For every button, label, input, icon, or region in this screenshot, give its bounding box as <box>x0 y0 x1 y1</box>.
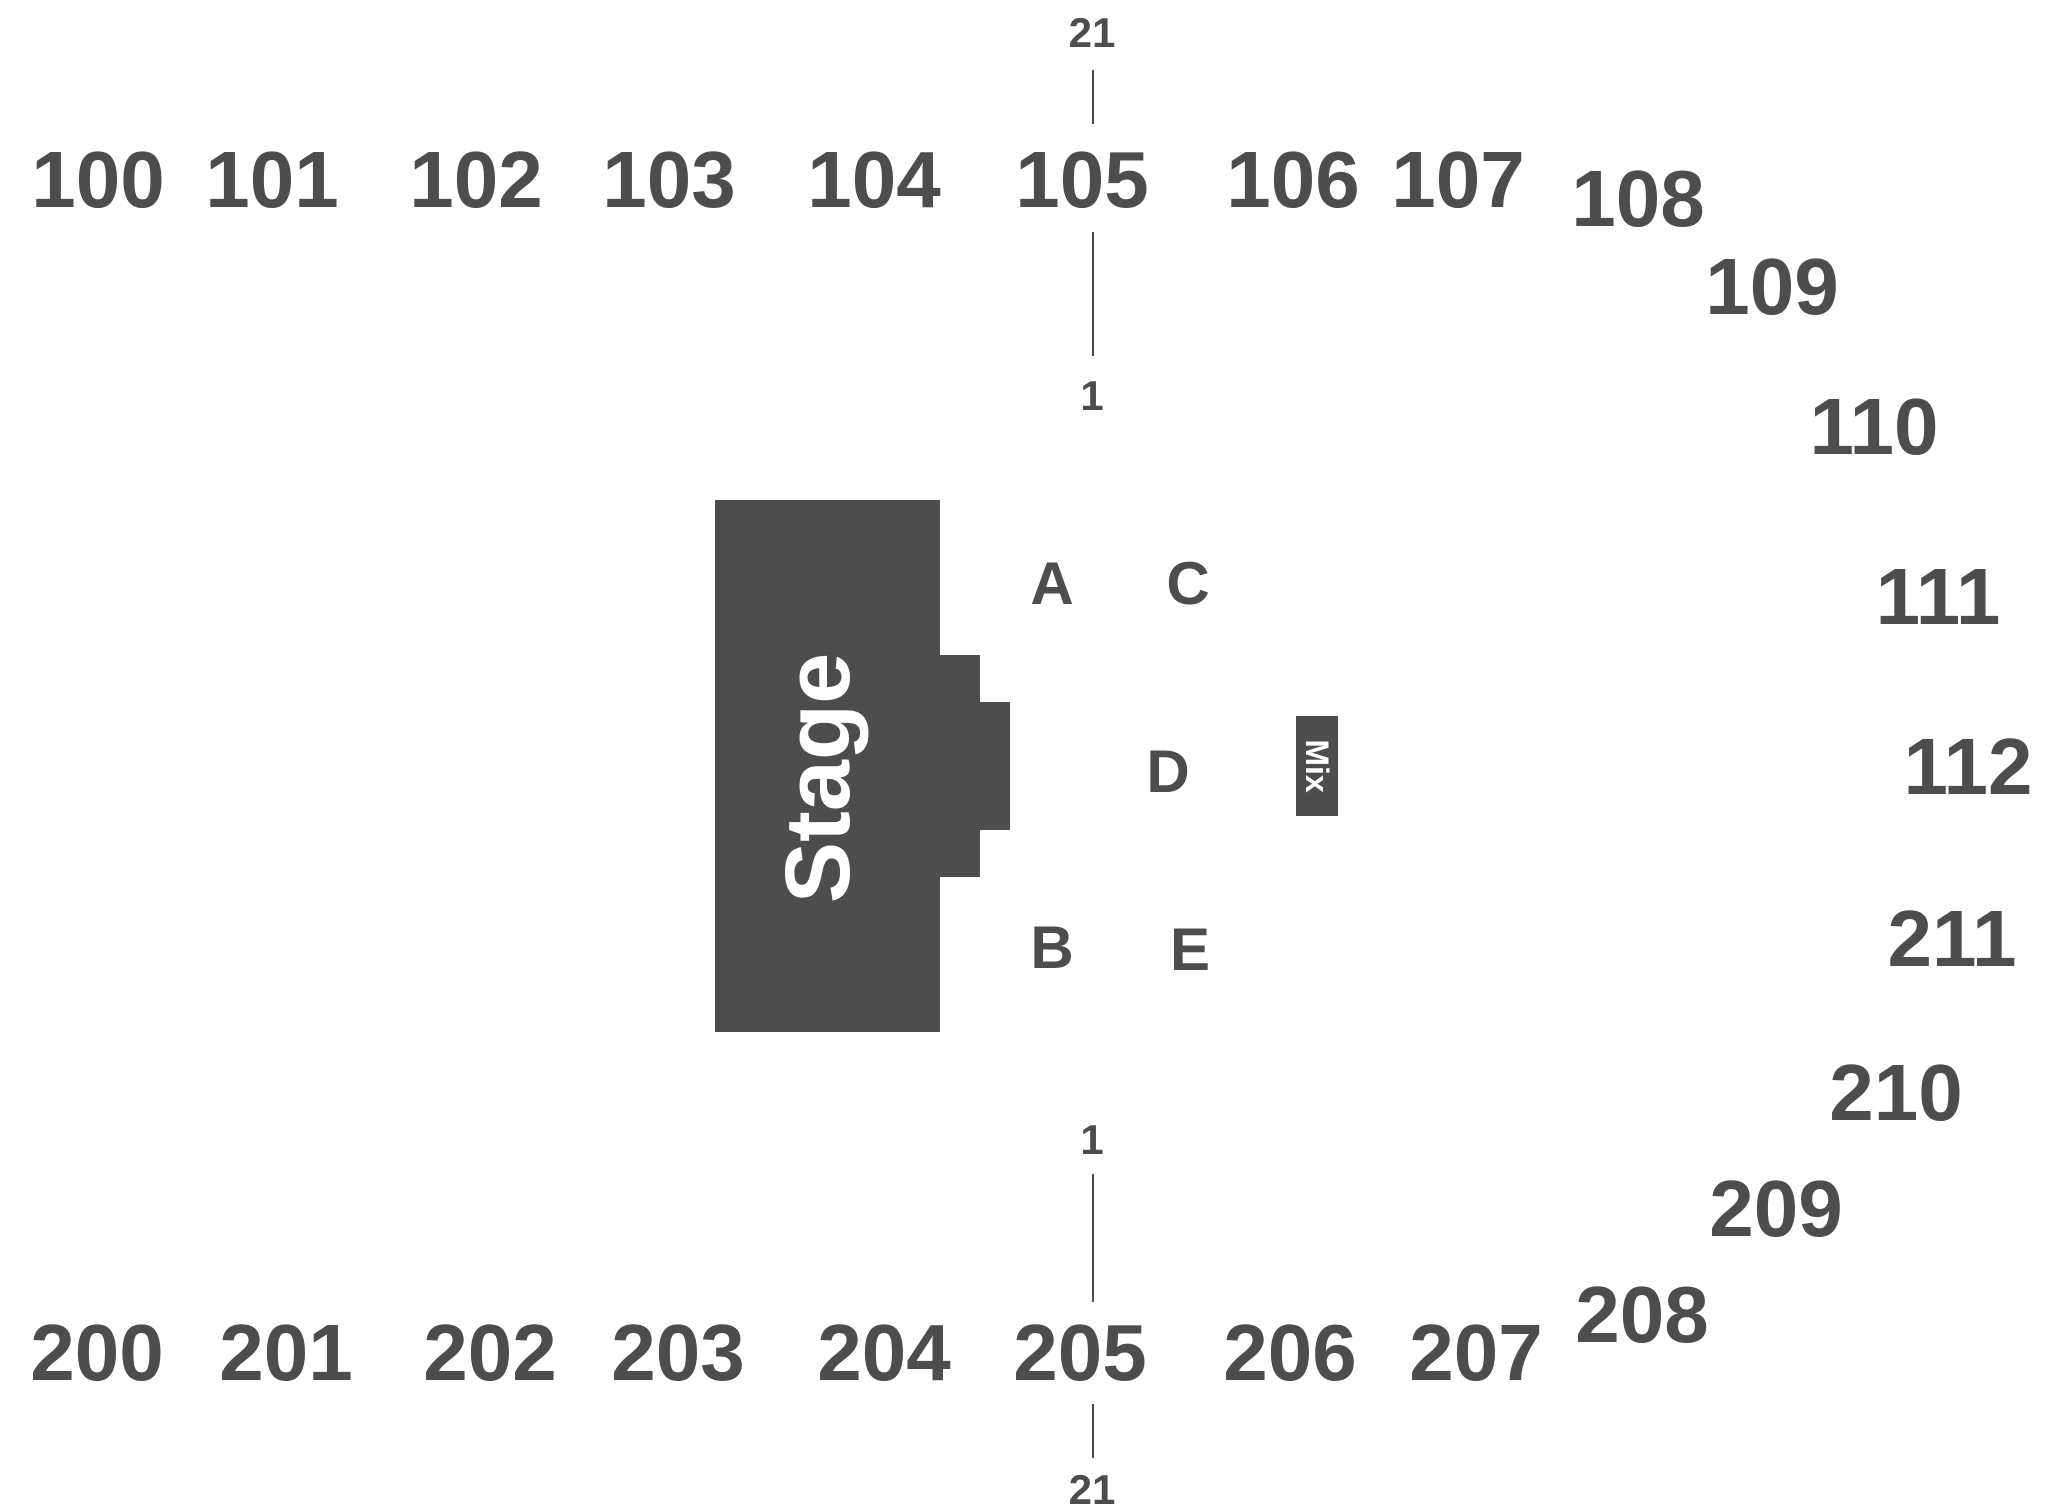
section-107[interactable]: 107 <box>1391 135 1524 224</box>
row-marker-upper-1: 1 <box>1080 372 1103 419</box>
section-101[interactable]: 101 <box>205 135 338 224</box>
section-201[interactable]: 201 <box>219 1308 352 1397</box>
floor-section-d[interactable]: D <box>1146 738 1189 805</box>
section-208[interactable]: 208 <box>1575 1270 1708 1359</box>
stage[interactable]: Stage <box>715 500 1010 1032</box>
section-205[interactable]: 205 <box>1013 1308 1146 1397</box>
section-102[interactable]: 102 <box>409 135 542 224</box>
mix-position[interactable]: Mix <box>1296 716 1338 816</box>
section-110[interactable]: 110 <box>1809 382 1938 471</box>
mix-label: Mix <box>1299 739 1335 793</box>
section-203[interactable]: 203 <box>611 1308 744 1397</box>
row-marker-upper-21: 21 <box>1069 9 1116 56</box>
stage-label: Stage <box>767 653 869 904</box>
floor-section-e[interactable]: E <box>1170 916 1210 983</box>
section-204[interactable]: 204 <box>817 1308 951 1397</box>
section-105[interactable]: 105 <box>1015 135 1148 224</box>
section-211[interactable]: 211 <box>1887 894 2016 983</box>
section-207[interactable]: 207 <box>1409 1308 1542 1397</box>
mix-box <box>1296 716 1338 816</box>
section-100[interactable]: 100 <box>31 135 164 224</box>
section-206[interactable]: 206 <box>1223 1308 1356 1397</box>
section-108[interactable]: 108 <box>1571 154 1704 243</box>
section-202[interactable]: 202 <box>423 1308 556 1397</box>
section-103[interactable]: 103 <box>602 135 735 224</box>
row-marker-lower-21: 21 <box>1069 1466 1116 1506</box>
section-104[interactable]: 104 <box>807 135 941 224</box>
section-106[interactable]: 106 <box>1226 135 1359 224</box>
floor-section-c[interactable]: C <box>1166 550 1209 617</box>
floor-section-a[interactable]: A <box>1030 550 1073 617</box>
section-210[interactable]: 210 <box>1829 1048 1962 1137</box>
section-109[interactable]: 109 <box>1705 242 1838 331</box>
section-200[interactable]: 200 <box>30 1308 163 1397</box>
section-111[interactable]: 111 <box>1876 552 2001 641</box>
row-marker-lower-1: 1 <box>1080 1116 1103 1163</box>
section-112[interactable]: 112 <box>1903 722 2032 811</box>
section-209[interactable]: 209 <box>1709 1164 1842 1253</box>
stage-shape <box>715 500 1010 1032</box>
floor-section-b[interactable]: B <box>1030 914 1073 981</box>
